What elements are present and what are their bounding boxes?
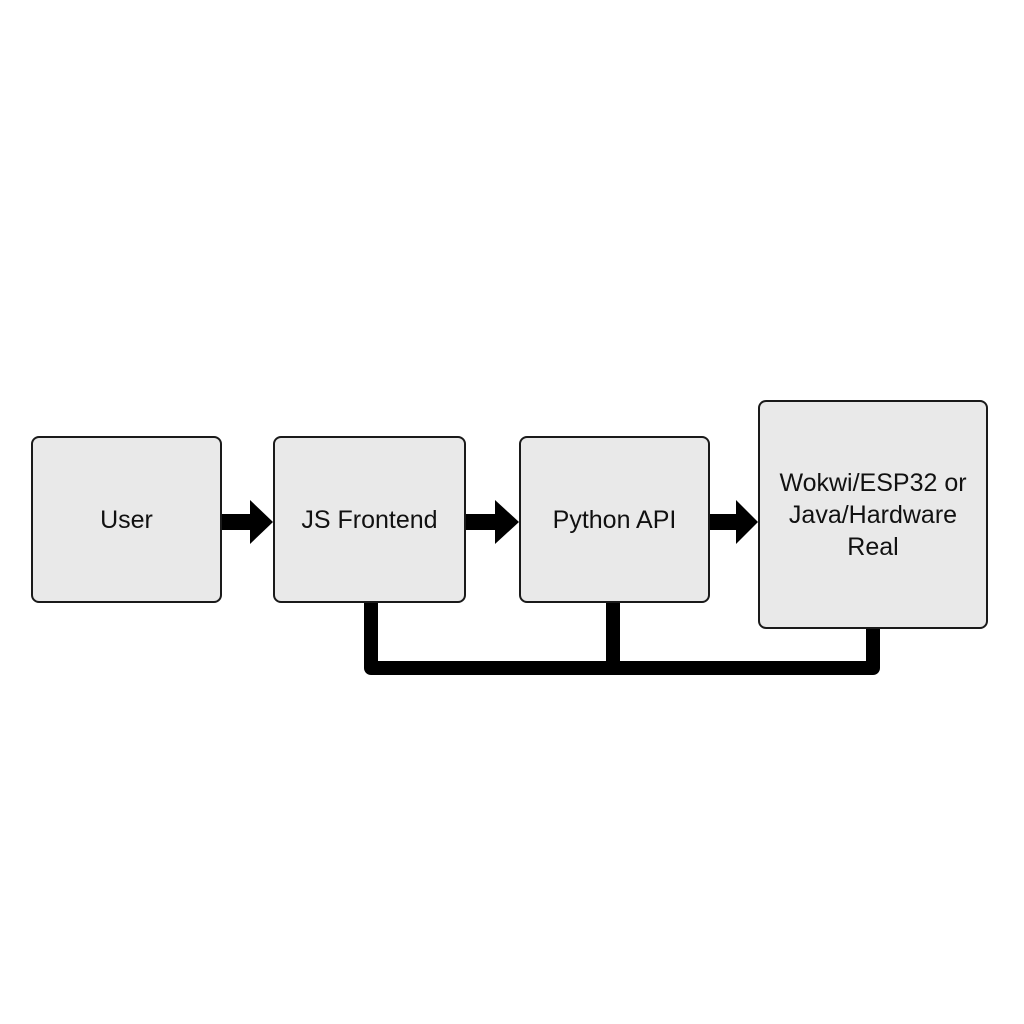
node-hardware: Wokwi/ESP32 or Java/Hardware Real	[758, 400, 988, 629]
arrow-js-frontend-to-python-api	[466, 500, 519, 544]
node-hardware-label: Wokwi/ESP32 or Java/Hardware Real	[779, 468, 967, 561]
arrow-python-api-to-hardware	[710, 500, 758, 544]
node-python-api: Python API	[519, 436, 710, 603]
node-user-label: User	[100, 505, 153, 534]
node-user: User	[31, 436, 222, 603]
node-js-frontend: JS Frontend	[273, 436, 466, 603]
node-js-frontend-label: JS Frontend	[301, 505, 438, 534]
node-python-api-label: Python API	[552, 505, 677, 534]
bus-line	[364, 596, 880, 675]
arrow-user-to-js-frontend	[222, 500, 273, 544]
bottom-bus-connector	[364, 596, 880, 675]
